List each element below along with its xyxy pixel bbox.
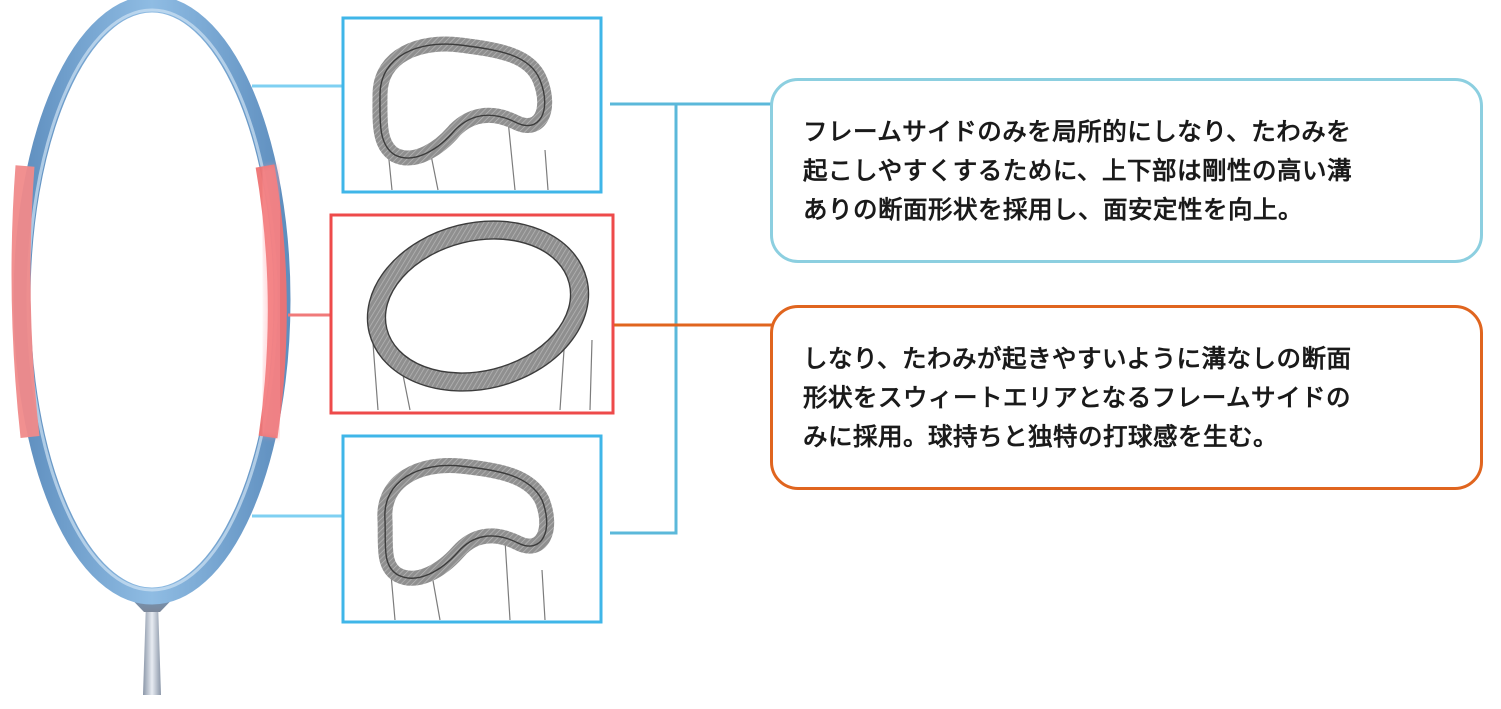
callout-connectors <box>610 102 772 535</box>
cross-section-lower <box>341 434 603 624</box>
cross-section-side <box>329 213 615 415</box>
frame-flex-zone-left <box>11 165 40 439</box>
bracket-stiff-zones <box>610 102 678 535</box>
callout-flex-zone: しなり、たわみが起きやすいように溝なしの断面 形状をスウィートエリアとなるフレー… <box>770 305 1483 490</box>
racket-frame <box>11 0 291 695</box>
profile-oval-side <box>367 221 589 391</box>
racket-shaft <box>143 602 161 695</box>
callout-stiff-zone: フレームサイドのみを局所的にしなり、たわみを 起こしやすくするために、上下部は剛… <box>770 78 1483 263</box>
frame-leader-lines <box>252 84 345 518</box>
cross-section-upper <box>341 16 603 194</box>
callout-stiff-zone-text: フレームサイドのみを局所的にしなり、たわみを 起こしやすくするために、上下部は剛… <box>803 117 1353 224</box>
callout-flex-zone-text: しなり、たわみが起きやすいように溝なしの断面 形状をスウィートエリアとなるフレー… <box>803 344 1352 451</box>
racket-frame-outer <box>13 0 291 605</box>
